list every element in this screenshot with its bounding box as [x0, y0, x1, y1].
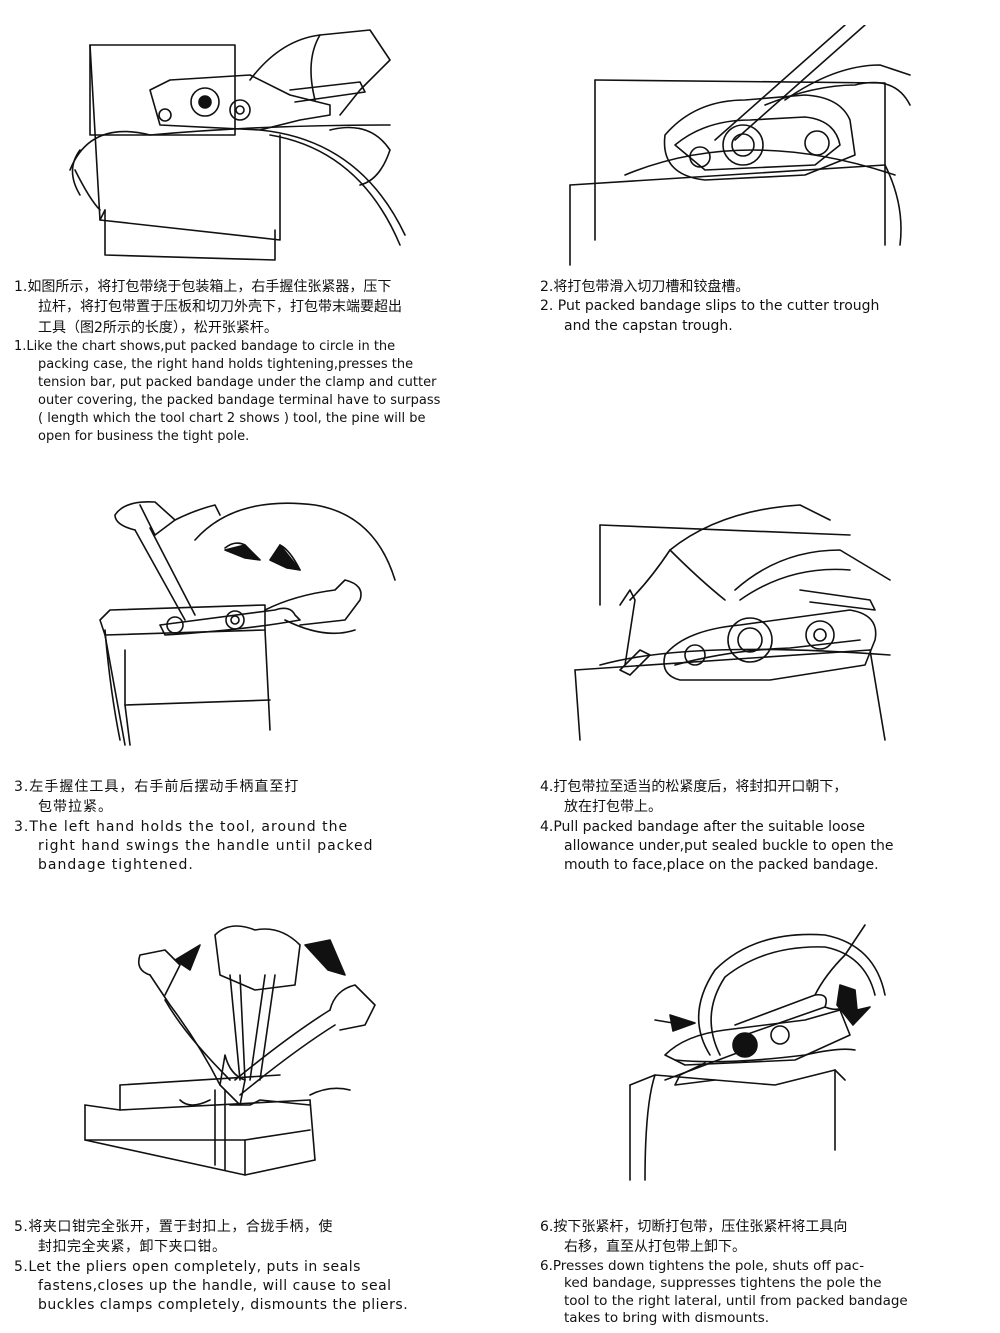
- caption-1-en-line-4: outer covering, the packed bandage termi…: [38, 392, 441, 408]
- figure-step-3: [95, 490, 415, 750]
- caption-5-zh-line-2: 封扣完全夹紧，卸下夹口钳。: [38, 1239, 227, 1256]
- caption-1-zh-line-2: 拉杆，将打包带置于压板和切刀外壳下，打包带末端要超出: [38, 299, 402, 316]
- caption-6-en-line-3: tool to the right lateral, until from pa…: [564, 1292, 908, 1309]
- caption-5-en-line-1: 5.Let the pliers open completely, puts i…: [14, 1258, 361, 1275]
- caption-1-en-line-1: 1.Like the chart shows,put packed bandag…: [14, 338, 396, 354]
- caption-step-4: 4.打包带拉至适当的松紧度后，将封扣开口朝下， 放在打包带上。 4.Pull p…: [540, 777, 990, 876]
- caption-1-en-line-3: tension bar, put packed bandage under th…: [38, 374, 437, 390]
- caption-step-2: 2.将打包带滑入切刀槽和铰盘槽。 2. Put packed bandage s…: [540, 277, 980, 336]
- caption-2-zh-line-1: 2.将打包带滑入切刀槽和铰盘槽。: [540, 279, 750, 295]
- caption-1-en-line-2: packing case, the right hand holds tight…: [38, 356, 414, 372]
- caption-4-en-line-2: allowance under,put sealed buckle to ope…: [564, 837, 894, 854]
- figure-step-6: [625, 915, 935, 1185]
- caption-5-en-line-2: fastens,closes up the handle, will cause…: [38, 1277, 392, 1294]
- caption-4-en-line-3: mouth to face,place on the packed bandag…: [564, 857, 879, 874]
- caption-step-1: 1.如图所示，将打包带绕于包装箱上，右手握住张紧器，压下 拉杆，将打包带置于压板…: [14, 277, 484, 446]
- caption-6-zh-line-1: 6.按下张紧杆，切断打包带，压住张紧杆将工具向: [540, 1219, 848, 1235]
- caption-6-en-line-1: 6.Presses down tightens the pole, shuts …: [540, 1257, 865, 1274]
- caption-3-zh-line-2: 包带拉紧。: [38, 799, 113, 816]
- caption-5-zh-line-1: 5.将夹口钳完全张开，置于封扣上，合拢手柄，使: [14, 1219, 333, 1235]
- caption-4-zh-line-1: 4.打包带拉至适当的松紧度后，将封扣开口朝下，: [540, 779, 848, 795]
- caption-2-en-line-2: and the capstan trough.: [564, 317, 733, 334]
- caption-3-en-line-2: right hand swings the handle until packe…: [38, 837, 374, 854]
- caption-3-zh-line-1: 3.左手握住工具，右手前后摆动手柄直至打: [14, 779, 300, 795]
- caption-1-en-line-5: ( length which the tool chart 2 shows ) …: [38, 410, 426, 426]
- caption-5-en-line-3: buckles clamps completely, dismounts the…: [38, 1297, 409, 1314]
- caption-6-en-line-4: takes to bring with dismounts.: [564, 1310, 770, 1327]
- caption-1-en-line-6: open for business the tight pole.: [38, 428, 250, 444]
- caption-1-zh-line-1: 1.如图所示，将打包带绕于包装箱上，右手握住张紧器，压下: [14, 279, 392, 295]
- caption-6-zh-line-2: 右移，直至从打包带上卸下。: [564, 1239, 746, 1256]
- figure-step-5: [80, 915, 420, 1190]
- caption-step-6: 6.按下张紧杆，切断打包带，压住张紧杆将工具向 右移，直至从打包带上卸下。 6.…: [540, 1217, 995, 1328]
- caption-step-5: 5.将夹口钳完全张开，置于封扣上，合拢手柄，使 封扣完全夹紧，卸下夹口钳。 5.…: [14, 1217, 474, 1316]
- caption-3-en-line-1: 3.The left hand holds the tool, around t…: [14, 818, 349, 835]
- caption-4-en-line-1: 4.Pull packed bandage after the suitable…: [540, 818, 866, 835]
- caption-2-en-line-1: 2. Put packed bandage slips to the cutte…: [540, 298, 880, 315]
- caption-4-zh-line-2: 放在打包带上。: [564, 799, 662, 816]
- caption-6-en-line-2: ked bandage, suppresses tightens the pol…: [564, 1275, 882, 1292]
- figure-step-2: [565, 25, 925, 270]
- caption-3-en-line-3: bandage tightened.: [38, 857, 194, 874]
- figure-step-1: [60, 20, 420, 270]
- caption-step-3: 3.左手握住工具，右手前后摆动手柄直至打 包带拉紧。 3.The left ha…: [14, 777, 474, 876]
- caption-1-zh-line-3: 工具（图2所示的长度），松开张紧杆。: [38, 319, 278, 336]
- figure-step-4: [570, 490, 900, 745]
